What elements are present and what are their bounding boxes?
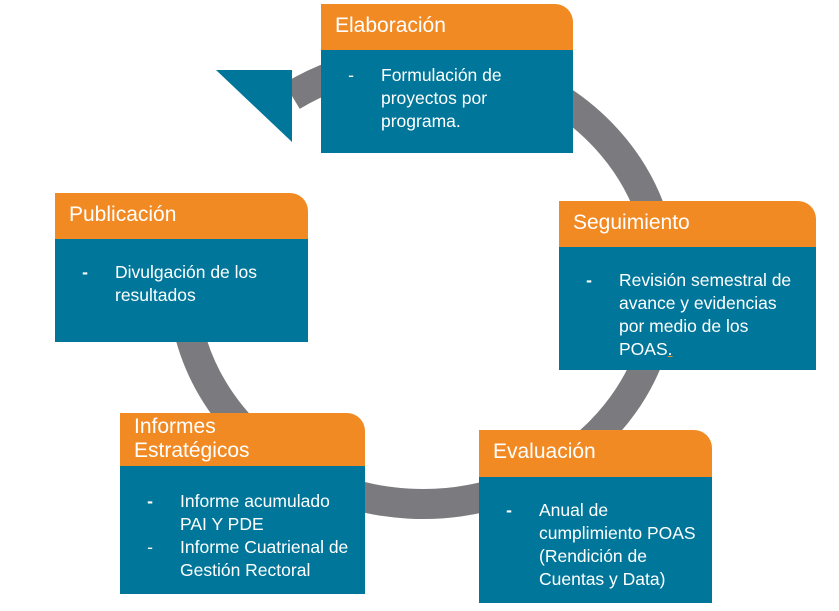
stage-evaluacion: Evaluación - Anual de cumplimiento POAS … — [479, 430, 712, 603]
bullet-item: - Anual de cumplimiento POAS (Rendición … — [479, 499, 702, 591]
bullet-text-main: Revisión semestral de avance y evidencia… — [619, 270, 792, 359]
stage-elaboracion: Elaboración - Formulación de proyectos p… — [321, 4, 573, 153]
stage-body: - Anual de cumplimiento POAS (Rendición … — [479, 477, 712, 603]
bullet-item: - Informe acumulado PAI Y PDE — [120, 490, 355, 536]
bullet-item: - Formulación de proyectos por programa. — [321, 64, 563, 133]
bullet-marker: - — [147, 491, 153, 511]
bullet-text: Informe acumulado PAI Y PDE — [180, 491, 330, 534]
stage-publicacion: Publicación - Divulgación de los resulta… — [55, 193, 308, 342]
stage-title: Publicación — [55, 193, 308, 239]
bullet-marker: - — [348, 65, 354, 85]
cycle-arrow-icon — [216, 70, 292, 142]
bullet-marker: - — [147, 537, 153, 557]
stage-title: Elaboración — [321, 4, 573, 50]
bullet-text: Informe Cuatrienal de Gestión Rectoral — [180, 537, 349, 580]
stage-title: Seguimiento — [559, 201, 816, 247]
stage-title: Informes Estratégicos — [120, 413, 365, 466]
bullet-text: Divulgación de los resultados — [115, 262, 258, 305]
stage-body: - Informe acumulado PAI Y PDE - Informe … — [120, 466, 365, 594]
bullet-text-suffix: . — [667, 339, 673, 359]
bullet-text: Anual de cumplimiento POAS (Rendición de… — [539, 500, 696, 589]
stage-body: - Formulación de proyectos por programa. — [321, 50, 573, 153]
bullet-text: Formulación de proyectos por programa. — [381, 65, 502, 131]
bullet-text: Revisión semestral de avance y evidencia… — [619, 269, 806, 361]
bullet-item: - Revisión semestral de avance y evidenc… — [559, 269, 806, 361]
bullet-marker: - — [82, 262, 88, 282]
bullet-item: - Divulgación de los resultados — [55, 261, 298, 307]
stage-seguimiento: Seguimiento - Revisión semestral de avan… — [559, 201, 816, 370]
bullet-marker: - — [586, 270, 592, 290]
stage-title: Evaluación — [479, 430, 712, 477]
stage-informes-estrategicos: Informes Estratégicos - Informe acumulad… — [120, 413, 365, 594]
bullet-item: - Informe Cuatrienal de Gestión Rectoral — [120, 536, 355, 582]
bullet-marker: - — [506, 500, 512, 520]
stage-body: - Divulgación de los resultados — [55, 239, 308, 342]
stage-body: - Revisión semestral de avance y evidenc… — [559, 247, 816, 370]
